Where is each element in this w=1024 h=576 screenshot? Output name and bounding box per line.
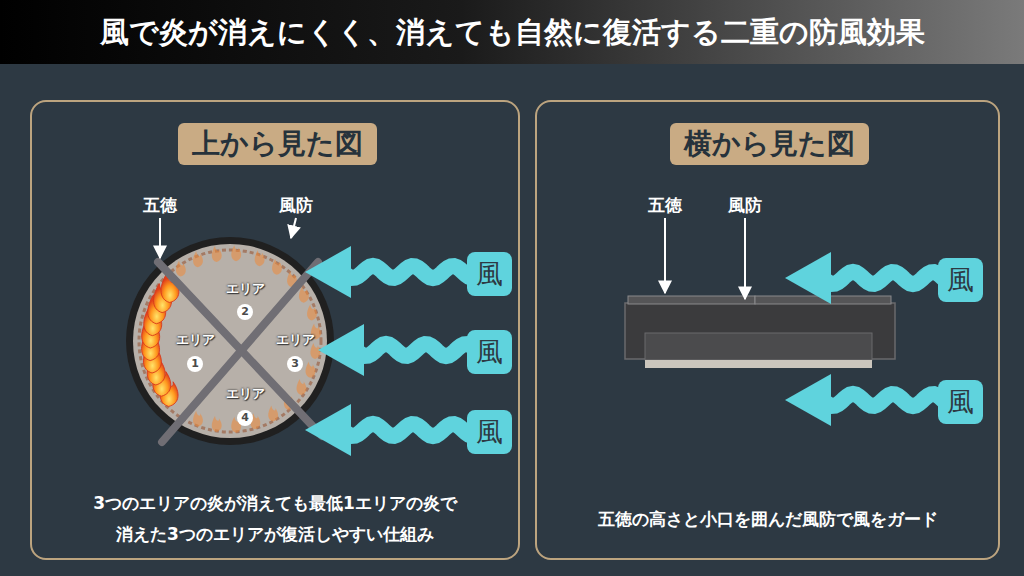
stove-top-view	[126, 237, 334, 445]
wind-label: 風	[476, 334, 503, 370]
burner-plate	[133, 244, 327, 438]
wind-arrowhead	[305, 246, 351, 298]
wind-label-box: 風	[467, 252, 512, 296]
area-label: エリア	[226, 385, 265, 403]
wind-body	[343, 424, 484, 436]
wind-body	[356, 344, 485, 356]
wind-body	[823, 272, 955, 284]
part-name: 風防	[279, 194, 313, 217]
view-panel: 横から見た図風風五徳の高さと小口を囲んだ風防で風をガード	[535, 100, 1000, 560]
part-name: 五徳	[143, 194, 177, 217]
leader-arrow	[744, 218, 746, 299]
wind-label-box: 風	[467, 410, 512, 454]
wind-arrowhead	[785, 252, 831, 304]
title-text: 風で炎が消えにくく、消えても自然に復活する二重の防風効果	[0, 0, 1024, 64]
wind-label: 風	[947, 262, 974, 298]
wind-arrows	[305, 246, 955, 456]
part-name: 五徳	[648, 194, 682, 217]
leader-arrow	[159, 218, 161, 258]
stove-side-view	[625, 296, 895, 368]
area-label: エリア	[176, 331, 215, 349]
callout-number: 1	[187, 356, 203, 372]
wind-arrowhead	[318, 324, 364, 376]
small-flame	[268, 405, 278, 421]
small-flame	[176, 261, 186, 277]
wind-label-box: 風	[467, 330, 512, 374]
small-flame	[255, 250, 265, 266]
wind-label: 風	[476, 256, 503, 292]
view-panel: 上から見た図風風風3つのエリアの炎が消えても最低1エリアの炎で 消えた3つのエリ…	[30, 100, 520, 560]
leader-arrow	[291, 218, 296, 238]
area-label: エリア	[276, 331, 315, 349]
small-flame	[193, 251, 203, 267]
callout-number: 4	[237, 410, 253, 426]
small-flame	[306, 362, 316, 378]
part-name: 風防	[728, 194, 762, 217]
stove-rim	[126, 237, 334, 445]
heading-badge: 横から見た図	[670, 123, 869, 165]
wind-label: 風	[947, 384, 974, 420]
small-flame	[297, 379, 307, 395]
small-flame	[272, 259, 282, 275]
wind-arrowhead	[305, 404, 351, 456]
wind-label-box: 風	[938, 258, 983, 302]
wind-label: 風	[476, 414, 503, 450]
small-flame	[307, 304, 317, 320]
stove-base	[645, 333, 872, 360]
leader-lines	[160, 218, 745, 299]
callout-number: 2	[237, 304, 253, 320]
small-flame	[231, 245, 241, 261]
wind-body	[343, 266, 484, 278]
panel-caption: 五徳の高さと小口を囲んだ風防で風をガード	[598, 504, 938, 535]
caption-holder: 五徳の高さと小口を囲んだ風防で風をガード	[537, 504, 998, 535]
view-heading: 上から見た図	[192, 126, 363, 162]
small-flame	[212, 246, 222, 262]
panel-caption: 3つのエリアの炎が消えても最低1エリアの炎で 消えた3つのエリアが復活しやすい仕…	[45, 488, 505, 549]
caption-holder: 3つのエリアの炎が消えても最低1エリアの炎で 消えた3つのエリアが復活しやすい仕…	[32, 488, 518, 549]
small-flame	[212, 416, 222, 432]
small-flame	[193, 411, 203, 427]
view-heading: 横から見た図	[684, 126, 855, 162]
wind-body	[823, 394, 955, 406]
callout-number: 3	[287, 356, 303, 372]
area-label: エリア	[226, 280, 265, 298]
wind-label-box: 風	[938, 380, 983, 424]
wind-arrowhead	[785, 374, 831, 426]
heading-badge: 上から見た図	[178, 123, 377, 165]
leader-arrow	[664, 218, 666, 293]
trivet-side	[628, 296, 755, 304]
stove-body	[625, 303, 895, 359]
small-flame	[299, 287, 309, 303]
stove-foot	[645, 360, 872, 368]
trivet-bar	[162, 262, 318, 442]
